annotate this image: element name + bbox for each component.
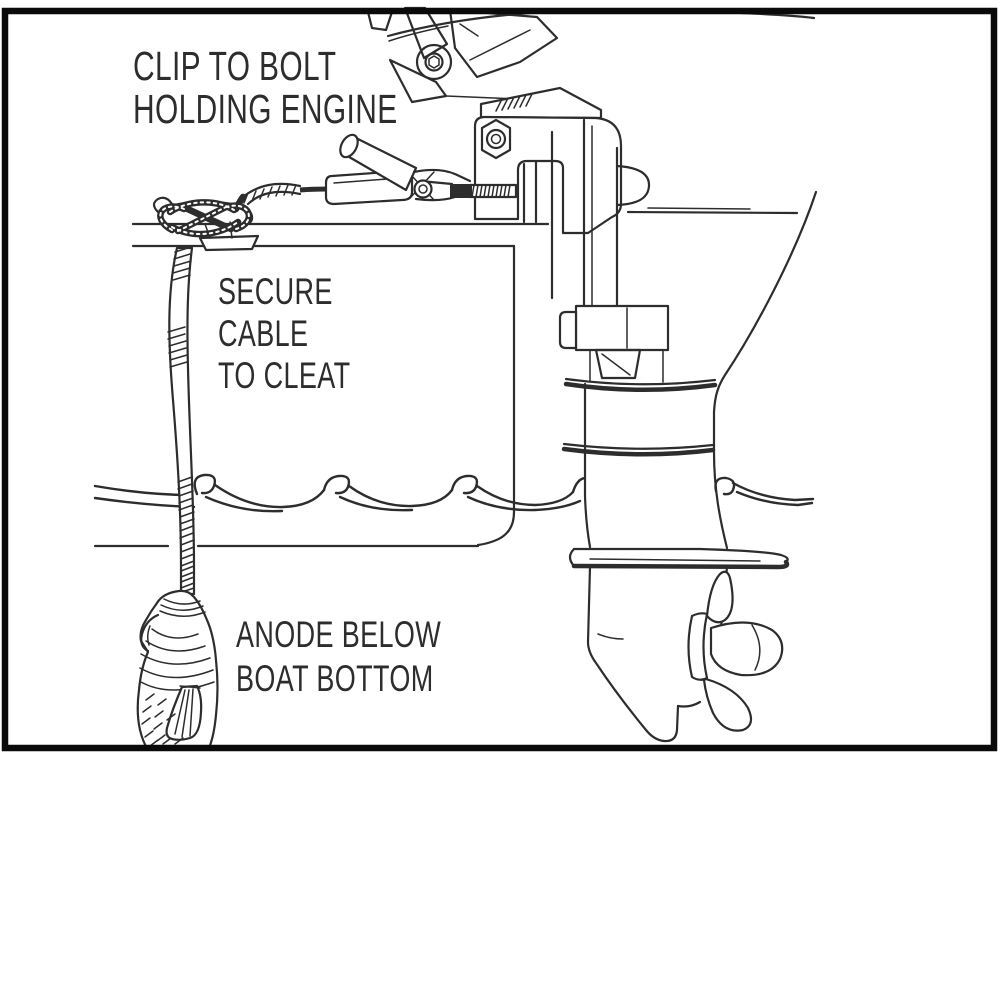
anti-ventilation-plate xyxy=(568,547,790,570)
label-anode-below-boat-bottom: ANODE BELOW BOAT BOTTOM xyxy=(236,613,441,701)
label-anode-line-2: BOAT BOTTOM xyxy=(236,658,434,699)
label-clip-line-1: CLIP TO BOLT xyxy=(133,43,337,89)
clamp-bolt-hex-nut xyxy=(480,118,512,160)
lower-unit-skeg xyxy=(586,565,729,743)
label-cleat-line-3: TO CLEAT xyxy=(218,355,351,396)
driveshaft-housing xyxy=(561,190,818,550)
band-clamp-upper xyxy=(563,377,718,393)
fish-anode xyxy=(136,589,219,750)
label-secure-cable-to-cleat: SECURE CABLE TO CLEAT xyxy=(218,271,351,397)
label-clip-to-bolt: CLIP TO BOLT HOLDING ENGINE xyxy=(133,45,398,131)
battery-clip xyxy=(324,133,472,206)
label-anode-line-1: ANODE BELOW xyxy=(236,614,442,655)
waterline-waves xyxy=(93,473,815,513)
boat-transom xyxy=(93,158,550,548)
diagram-frame xyxy=(1,7,998,752)
anode-rope xyxy=(167,246,196,596)
transom-clamp-screw-bolt xyxy=(450,183,518,199)
band-clamp-lower xyxy=(561,442,716,457)
engine-clamp-bracket xyxy=(473,86,623,235)
label-cleat-line-1: SECURE xyxy=(218,271,333,312)
label-cleat-line-2: CABLE xyxy=(218,313,309,354)
stern-bracket xyxy=(550,118,799,383)
rope-knot xyxy=(157,193,253,238)
anode-cable xyxy=(241,182,333,206)
propeller xyxy=(687,570,784,732)
label-clip-line-2: HOLDING ENGINE xyxy=(133,86,398,132)
